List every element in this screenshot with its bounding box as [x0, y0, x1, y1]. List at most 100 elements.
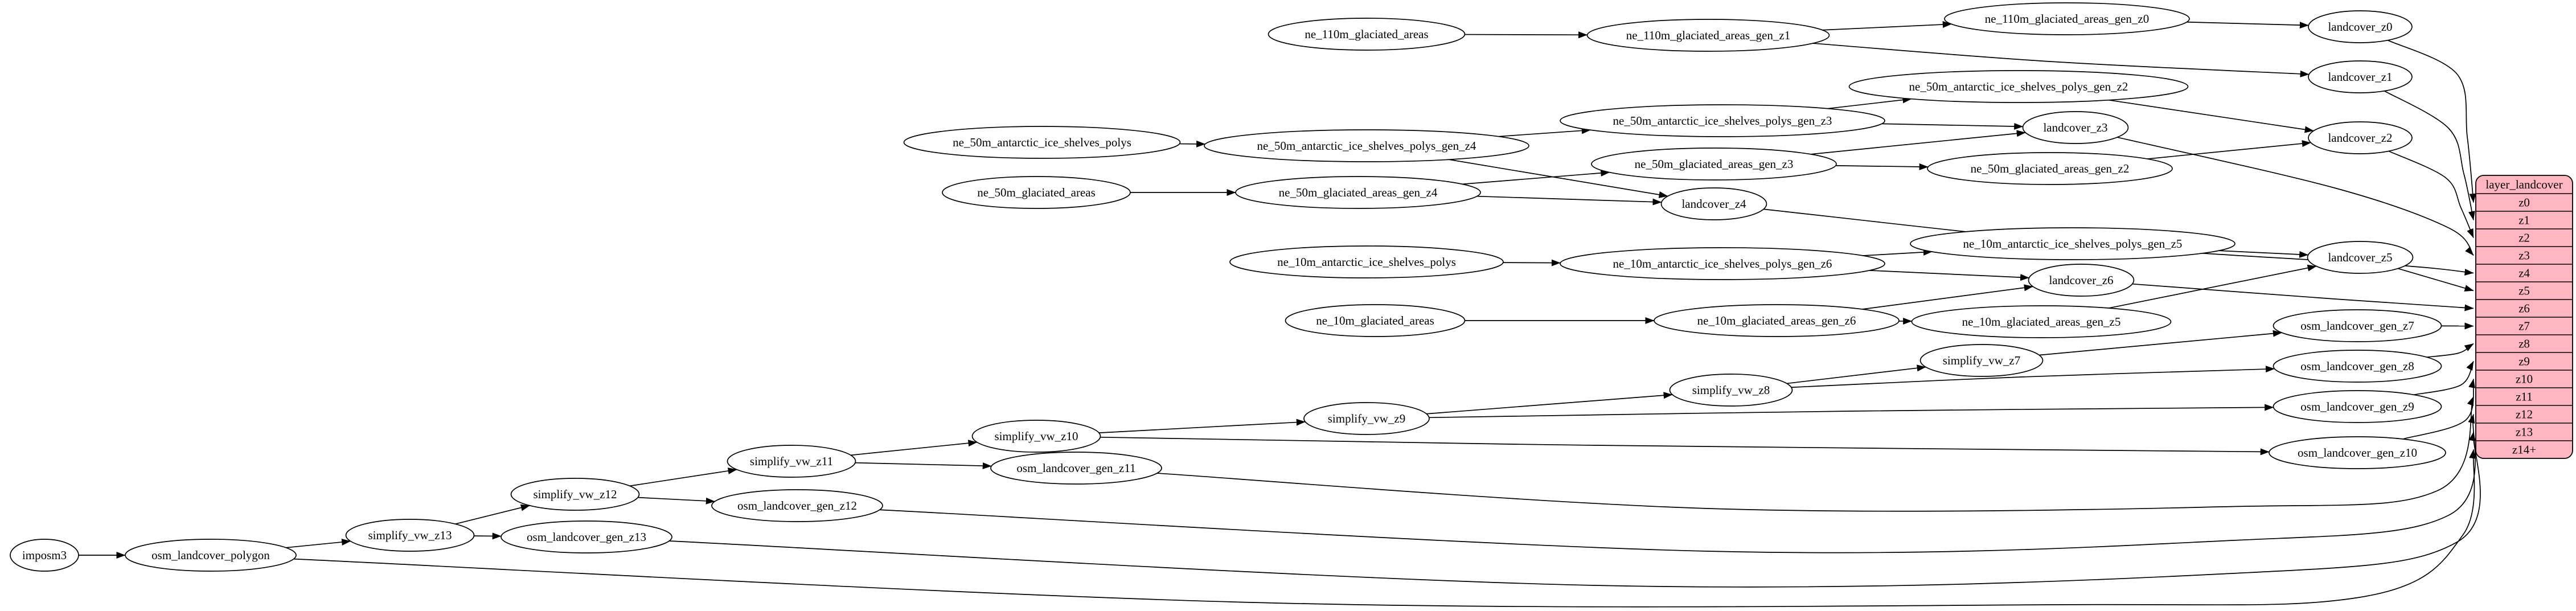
layer-row-z5: z5 [2518, 284, 2530, 298]
ne_50m_antarctic_ice_shelves_polys-shape [903, 126, 1181, 159]
node-osm_landcover_gen_z12: osm_landcover_gen_z12 [711, 489, 883, 522]
landcover_z3-shape [2022, 111, 2129, 144]
ne_10m_antarctic_ice_shelves_polys_gen_z5-shape [1910, 227, 2235, 260]
ne_50m_glaciated_areas-label: ne_50m_glaciated_areas [977, 186, 1096, 199]
node-osm_landcover_gen_z11: osm_landcover_gen_z11 [990, 452, 1162, 485]
osm_landcover_gen_z12-shape [711, 489, 883, 522]
edge-ne_10m_glaciated_areas_gen_z5--landcover_z5 [2109, 264, 2317, 309]
simplify_vw_z7-shape [1919, 344, 2044, 377]
node-landcover_z4: landcover_z4 [1660, 187, 1767, 220]
edge-simplify_vw_z8--simplify_vw_z7 [1786, 364, 1926, 384]
node-ne_10m_glaciated_areas_gen_z6: ne_10m_glaciated_areas_gen_z6 [1654, 304, 1900, 337]
osm_landcover_polygon-shape [125, 539, 297, 572]
node-ne_50m_antarctic_ice_shelves_polys_gen_z2: ne_50m_antarctic_ice_shelves_polys_gen_z… [1848, 70, 2189, 103]
edge-ne_50m_antarctic_ice_shelves_polys_gen_z2--landcover_z2 [2108, 99, 2314, 133]
edge-ne_110m_glaciated_areas_gen_z1--ne_110m_glaciated_areas_gen_z0 [1822, 21, 1952, 31]
simplify_vw_z11-label: simplify_vw_z11 [750, 454, 833, 468]
node-ne_10m_glaciated_areas_gen_z5: ne_10m_glaciated_areas_gen_z5 [1911, 305, 2172, 338]
layer-row-z8: z8 [2518, 337, 2530, 351]
node-ne_50m_glaciated_areas_gen_z2: ne_50m_glaciated_areas_gen_z2 [1927, 152, 2173, 185]
layer-row-z7: z7 [2518, 319, 2530, 333]
ne_50m_antarctic_ice_shelves_polys_gen_z4-label: ne_50m_antarctic_ice_shelves_polys_gen_z… [1257, 139, 1476, 153]
node-landcover_z0: landcover_z0 [2308, 10, 2413, 43]
node-ne_10m_glaciated_areas: ne_10m_glaciated_areas [1285, 304, 1466, 337]
node-ne_50m_glaciated_areas_gen_z3: ne_50m_glaciated_areas_gen_z3 [1591, 147, 1837, 181]
landcover_z5-label: landcover_z5 [2328, 251, 2392, 264]
ne_10m_glaciated_areas-shape [1285, 304, 1466, 337]
osm_landcover_gen_z8-shape [2273, 350, 2442, 383]
node-landcover_z5: landcover_z5 [2307, 241, 2414, 274]
edge-landcover_z6--layer-z6 [2132, 283, 2474, 311]
edge-simplify_vw_z10--simplify_vw_z9 [1098, 419, 1306, 433]
node-ne_50m_antarctic_ice_shelves_polys_gen_z4: ne_50m_antarctic_ice_shelves_polys_gen_z… [1204, 129, 1529, 162]
osm_landcover_gen_z7-label: osm_landcover_gen_z7 [2300, 319, 2414, 333]
node-simplify_vw_z8: simplify_vw_z8 [1669, 374, 1793, 407]
edge-landcover_z5--layer-z5 [2398, 268, 2474, 292]
osm_landcover_gen_z7-shape [2273, 309, 2442, 342]
ne_10m_glaciated_areas_gen_z5-shape [1911, 305, 2172, 338]
ne_10m_glaciated_areas_gen_z5-label: ne_10m_glaciated_areas_gen_z5 [1962, 315, 2121, 329]
edge-ne_50m_glaciated_areas_gen_z3--ne_50m_glaciated_areas_gen_z2 [1835, 163, 1929, 170]
layer-row-z10: z10 [2516, 372, 2533, 386]
ne_50m_glaciated_areas_gen_z4-label: ne_50m_glaciated_areas_gen_z4 [1279, 186, 1438, 199]
ne_50m_glaciated_areas-shape [942, 176, 1131, 209]
edge-simplify_vw_z11--simplify_vw_z10 [850, 440, 978, 456]
imposm3-label: imposm3 [22, 548, 67, 562]
edge-osm_landcover_gen_z12--layer-z12 [879, 414, 2476, 553]
edge-ne_50m_glaciated_areas_gen_z3--landcover_z3 [1810, 130, 2026, 155]
layer-row-z4: z4 [2518, 266, 2530, 280]
osm_landcover_gen_z11-label: osm_landcover_gen_z11 [1016, 461, 1135, 475]
landcover_z0-label: landcover_z0 [2328, 20, 2392, 34]
simplify_vw_z12-label: simplify_vw_z12 [534, 487, 617, 501]
edge-ne_10m_antarctic_ice_shelves_polys_gen_z6--ne_10m_antarctic_ice_shelves_polys_gen_z5 [1863, 248, 1933, 256]
node-osm_landcover_gen_z7: osm_landcover_gen_z7 [2273, 309, 2442, 342]
layer-row-z2: z2 [2518, 231, 2530, 245]
edge-simplify_vw_z10--osm_landcover_gen_z10 [1100, 436, 2270, 456]
osm_landcover_gen_z9-shape [2273, 390, 2442, 423]
node-osm_landcover_gen_z10: osm_landcover_gen_z10 [2269, 436, 2446, 469]
edge-ne_50m_glaciated_areas_gen_z4--ne_50m_glaciated_areas_gen_z3 [1462, 169, 1610, 185]
imposm3-shape [10, 539, 79, 572]
osm_landcover_gen_z10-label: osm_landcover_gen_z10 [2298, 446, 2417, 460]
ne_50m_antarctic_ice_shelves_polys_gen_z3-label: ne_50m_antarctic_ice_shelves_polys_gen_z… [1613, 114, 1832, 128]
node-ne_50m_antarctic_ice_shelves_polys: ne_50m_antarctic_ice_shelves_polys [903, 126, 1181, 159]
ne_110m_glaciated_areas-label: ne_110m_glaciated_areas [1305, 27, 1428, 41]
node-landcover_z6: landcover_z6 [2028, 264, 2135, 297]
edge-ne_110m_glaciated_areas_gen_z0--landcover_z0 [2187, 21, 2309, 29]
ne_110m_glaciated_areas_gen_z0-label: ne_110m_glaciated_areas_gen_z0 [1985, 12, 2149, 26]
simplify_vw_z10-label: simplify_vw_z10 [995, 429, 1078, 443]
simplify_vw_z8-label: simplify_vw_z8 [1692, 383, 1770, 397]
node-simplify_vw_z13: simplify_vw_z13 [345, 519, 475, 552]
node-simplify_vw_z9: simplify_vw_z9 [1303, 402, 1430, 435]
layer-row-z6: z6 [2518, 302, 2530, 315]
landcover_z5-shape [2307, 241, 2414, 274]
edge-ne_10m_glaciated_areas_gen_z6--landcover_z6 [1862, 284, 2033, 310]
node-ne_10m_antarctic_ice_shelves_polys_gen_z6: ne_10m_antarctic_ice_shelves_polys_gen_z… [1560, 247, 1885, 280]
node-ne_50m_glaciated_areas: ne_50m_glaciated_areas [942, 176, 1131, 209]
node-simplify_vw_z11: simplify_vw_z11 [727, 445, 856, 478]
edge-osm_landcover_gen_z8--layer-z8 [2426, 343, 2474, 358]
simplify_vw_z10-shape [971, 420, 1101, 453]
ne_50m_antarctic_ice_shelves_polys_gen_z4-shape [1204, 129, 1529, 162]
osm_landcover_polygon-label: osm_landcover_polygon [151, 548, 270, 562]
ne_10m_glaciated_areas_gen_z6-label: ne_10m_glaciated_areas_gen_z6 [1697, 314, 1856, 327]
landcover_z4-shape [1660, 187, 1767, 220]
edge-landcover_z3--layer-z3 [2117, 137, 2474, 256]
osm_landcover_gen_z8-label: osm_landcover_gen_z8 [2300, 359, 2414, 373]
landcover_z2-label: landcover_z2 [2328, 131, 2392, 145]
node-ne_10m_antarctic_ice_shelves_polys: ne_10m_antarctic_ice_shelves_polys [1229, 245, 1504, 278]
layer-row-z12: z12 [2516, 408, 2533, 421]
edge-landcover_z0--layer-z0 [2388, 39, 2476, 203]
simplify_vw_z11-shape [727, 445, 856, 478]
ne_10m_glaciated_areas_gen_z6-shape [1654, 304, 1900, 337]
edge-simplify_vw_z7--osm_landcover_gen_z7 [2039, 330, 2282, 356]
simplify_vw_z13-label: simplify_vw_z13 [368, 528, 452, 542]
simplify_vw_z12-shape [510, 478, 640, 511]
landcover_z0-shape [2308, 10, 2413, 43]
edge-ne_10m_antarctic_ice_shelves_polys_gen_z5--landcover_z5 [2218, 250, 2309, 258]
ne_50m_glaciated_areas_gen_z3-shape [1591, 147, 1837, 181]
node-osm_landcover_polygon: osm_landcover_polygon [125, 539, 297, 572]
edge-ne_50m_antarctic_ice_shelves_polys_gen_z3--landcover_z3 [1881, 122, 2024, 130]
node-ne_50m_glaciated_areas_gen_z4: ne_50m_glaciated_areas_gen_z4 [1235, 176, 1481, 209]
